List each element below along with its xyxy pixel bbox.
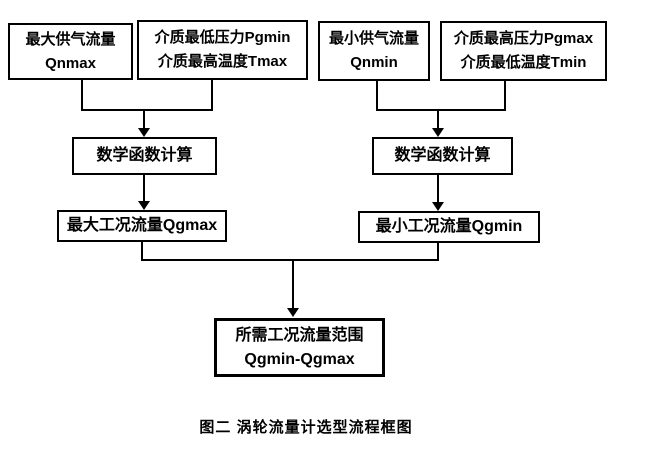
connector-bottom-stub-1 [141,242,143,261]
node-calc-left: 数学函数计算 [72,137,217,175]
connector-calc-left-arrow-stem [143,175,145,202]
connector-bottom-stub-2 [437,243,439,261]
arrow-down-icon [287,308,299,317]
connector-calc-right-arrow-stem [437,175,439,203]
node-min-supply-flow-line1: 最小供气流量 [328,30,419,47]
node-max-pressure-line1: 介质最高压力Pgmax [453,30,594,47]
connector-bottom-merge-bar [141,259,439,261]
connector-right-merge-bar [376,109,506,111]
arrow-down-icon [138,201,150,210]
connector-result-arrow-stem [292,261,294,309]
node-max-supply-flow-line1: 最大供气流量 [25,30,116,48]
node-min-pressure-max-temp: 介质最低压力Pgmin 介质最高温度Tmax [137,20,308,80]
connector-right-stub-1 [376,81,378,111]
node-result-line1: 所需工况流量范围 [235,326,364,344]
node-max-supply-flow: 最大供气流量 Qnmax [8,23,133,80]
node-min-supply-flow-line2: Qnmin [350,54,398,71]
arrow-down-icon [138,128,150,137]
node-min-pressure-line2: 介质最高温度Tmax [157,53,288,70]
node-max-pressure-line2: 介质最低温度Tmin [460,54,587,71]
connector-right-stub-2 [504,81,506,111]
node-max-supply-flow-line2: Qnmax [45,54,96,72]
node-max-pressure-min-temp: 介质最高压力Pgmax 介质最低温度Tmin [440,21,607,81]
node-qgmin: 最小工况流量Qgmin [358,211,540,243]
figure-caption: 图二 涡轮流量计选型流程框图 [199,419,413,436]
node-qgmin-label: 最小工况流量Qgmin [375,218,523,235]
connector-left-arrow-stem [143,111,145,130]
node-min-supply-flow: 最小供气流量 Qnmin [318,21,430,81]
connector-left-stub-2 [211,80,213,111]
node-result-line2: Qgmin-Qgmax [244,350,355,368]
node-calc-left-label: 数学函数计算 [96,147,193,164]
connector-left-merge-bar [81,109,213,111]
connector-right-arrow-stem [437,111,439,130]
node-min-pressure-line1: 介质最低压力Pgmin [154,29,291,46]
connector-left-stub-1 [81,80,83,111]
node-calc-right-label: 数学函数计算 [394,147,491,164]
node-qgmax: 最大工况流量Qgmax [57,210,227,242]
node-qgmax-label: 最大工况流量Qgmax [66,217,218,234]
arrow-down-icon [432,128,444,137]
node-calc-right: 数学函数计算 [372,137,513,175]
node-result-range: 所需工况流量范围 Qgmin-Qgmax [214,318,385,377]
arrow-down-icon [432,202,444,211]
